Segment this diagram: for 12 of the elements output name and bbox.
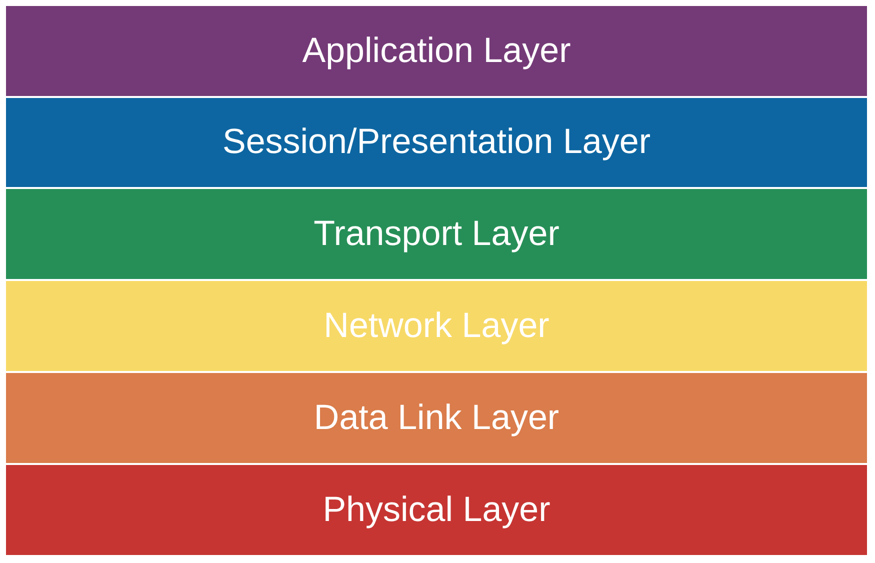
layer-band	[6, 465, 867, 555]
layer-band	[6, 98, 867, 187]
layer-label: Network Layer	[324, 306, 550, 346]
layer-label: Data Link Layer	[314, 398, 560, 438]
layer-label: Application Layer	[302, 30, 571, 72]
layer-label: Transport Layer	[314, 214, 560, 254]
layer-label: Session/Presentation Layer	[222, 122, 651, 163]
layer-label: Physical Layer	[322, 490, 550, 530]
layer-band	[6, 281, 867, 371]
layer-band	[6, 6, 867, 96]
layer-band	[6, 373, 867, 463]
layer-band	[6, 189, 867, 279]
